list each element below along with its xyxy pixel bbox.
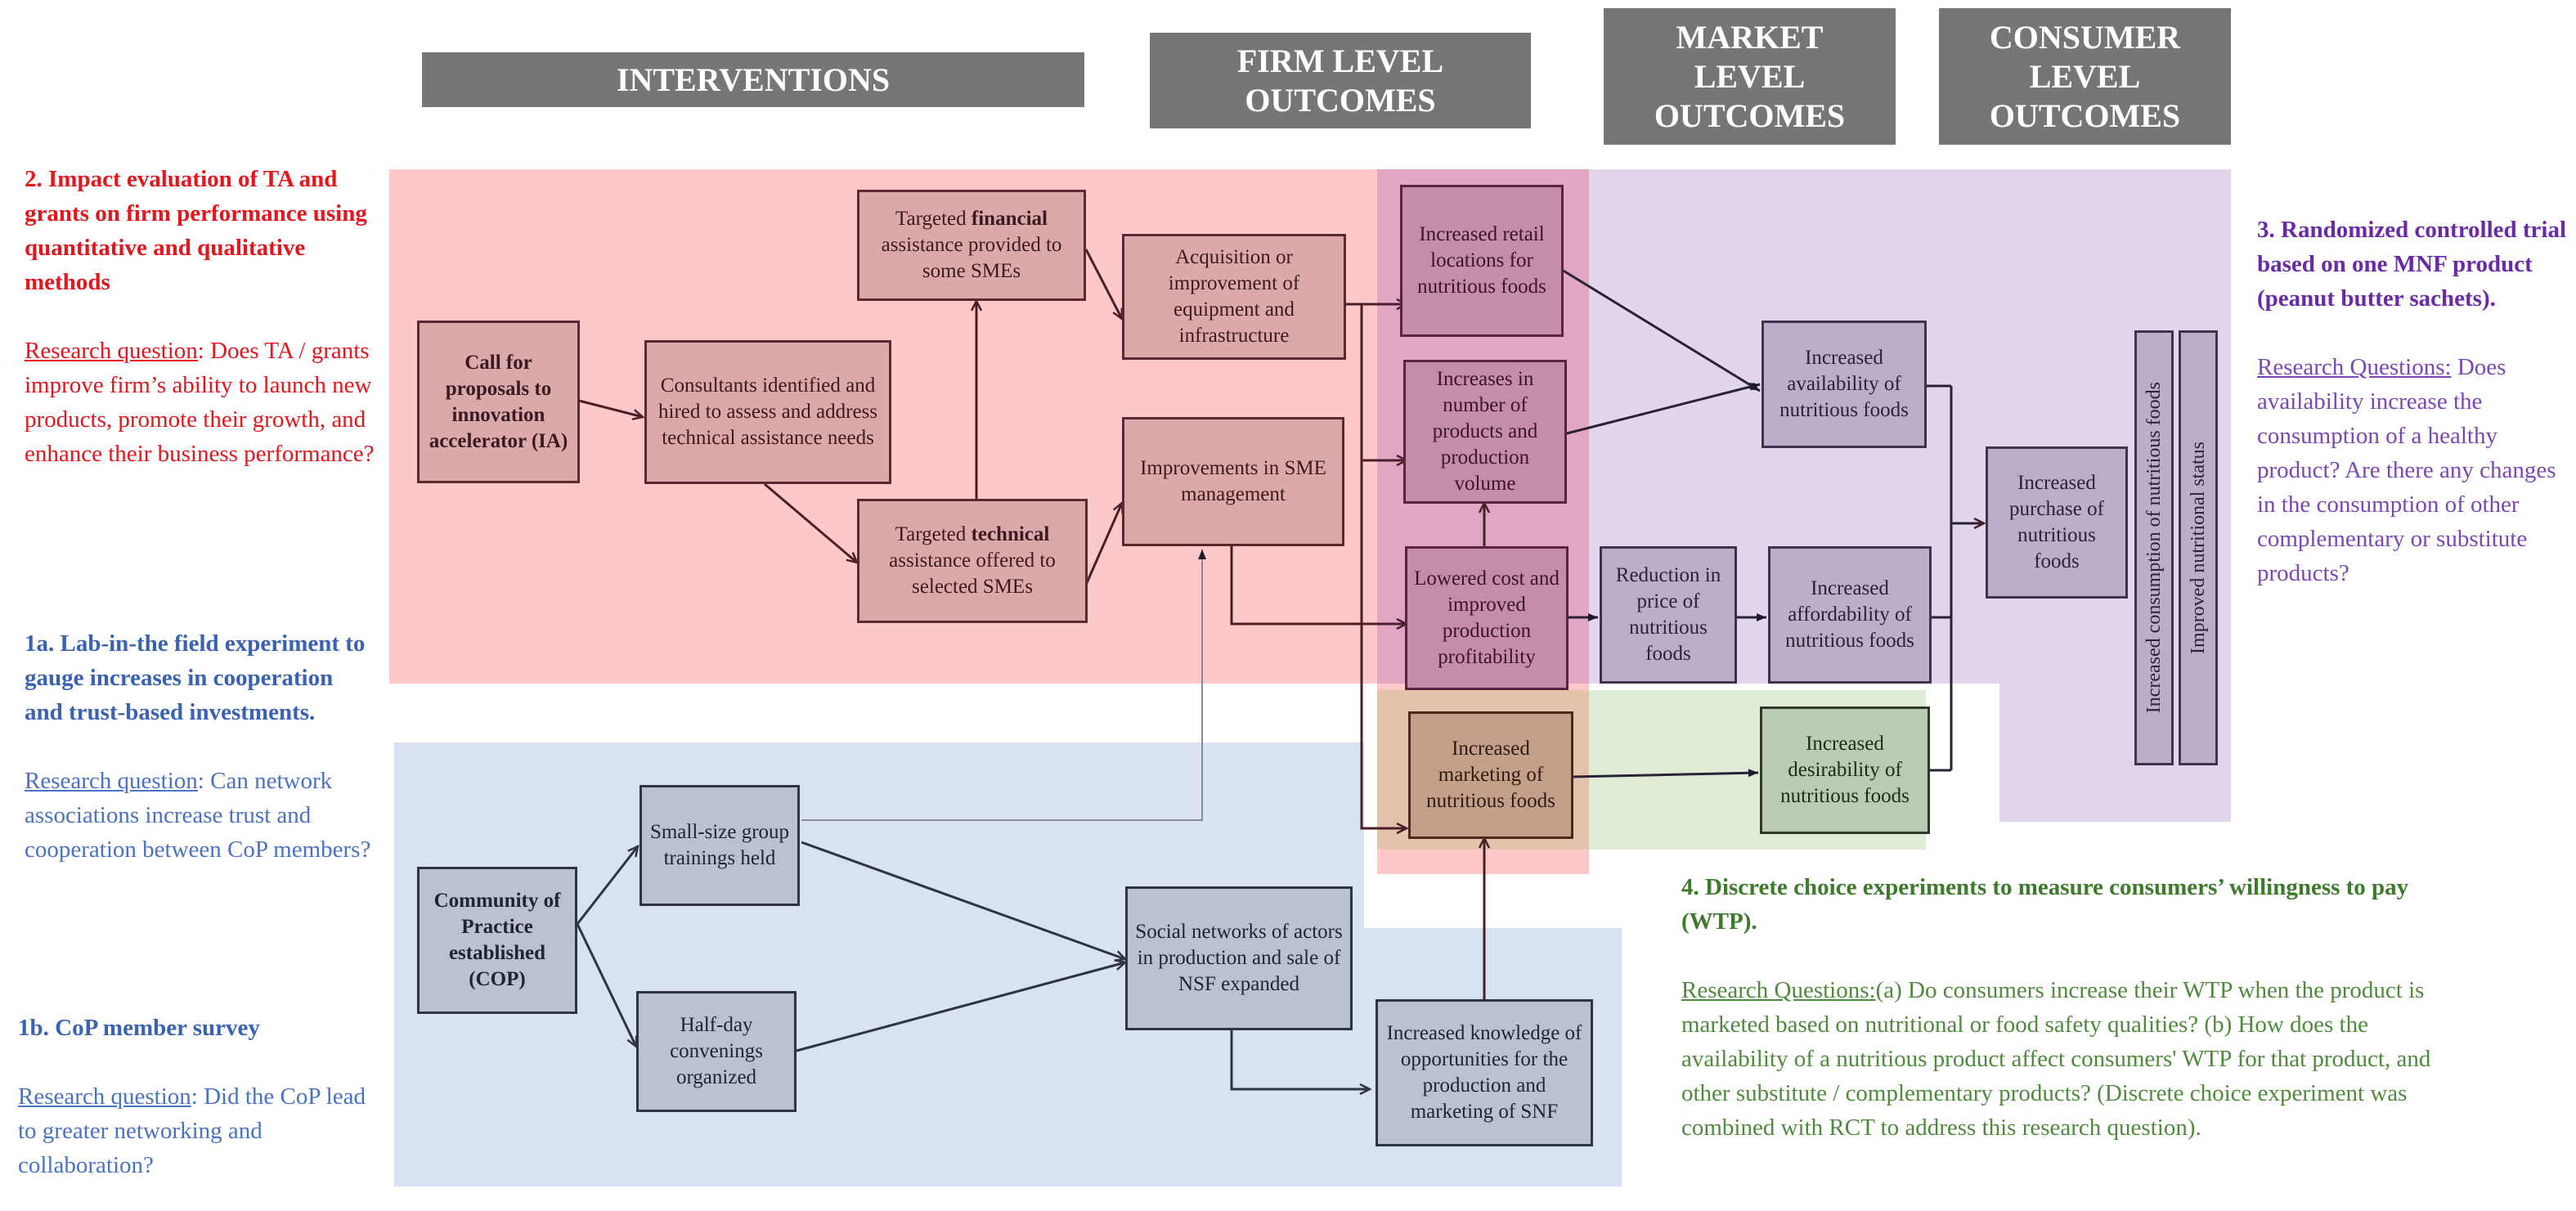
node-call-for-proposals: Call for proposals to innovation acceler… <box>417 321 580 483</box>
node-consultants: Consultants identified and hired to asse… <box>644 340 891 484</box>
header-interventions: INTERVENTIONS <box>422 52 1084 107</box>
arrow-technical-to-sme-management <box>1084 503 1122 585</box>
node-social-networks: Social networks of actors in production … <box>1125 886 1353 1030</box>
node-products-volume: Increases in number of products and prod… <box>1403 360 1567 504</box>
arrow-social-to-knowledge <box>1230 1030 1370 1089</box>
node-nutritional-status: Improved nutritional status <box>2179 330 2218 765</box>
node-knowledge: Increased knowledge of opportunities for… <box>1376 999 1593 1146</box>
arrow-trainings-to-sme-management <box>801 549 1206 821</box>
arrow-convenings-to-social <box>796 962 1125 1052</box>
node-technical-assistance: Targeted technical assistance offered to… <box>857 499 1088 623</box>
annotation-discrete-choice: 4. Discrete choice experiments to measur… <box>1681 874 2431 1141</box>
node-trainings: Small-size group trainings held <box>640 785 800 906</box>
arrow-consultants-to-technical <box>764 482 857 563</box>
arrow-retail-to-availability <box>1561 268 1761 392</box>
node-availability: Increased availability of nutritious foo… <box>1761 321 1927 448</box>
header-market-level-outcomes: MARKET LEVEL OUTCOMES <box>1604 8 1896 145</box>
node-marketing: Increased marketing of nutritious foods <box>1408 711 1573 839</box>
annotation-lab-in-field: 1a. Lab-in-the field experiment to gauge… <box>25 630 371 863</box>
annotation-rct: 3. Randomized controlled trial based on … <box>2257 217 2567 586</box>
arrow-cop-to-convenings <box>576 923 636 1047</box>
node-price-reduction: Reduction in price of nutritious foods <box>1600 546 1737 684</box>
node-cop: Community of Practice established (COP) <box>417 867 577 1014</box>
node-retail-locations: Increased retail locations for nutritiou… <box>1400 185 1564 337</box>
arrow-cop-to-trainings <box>576 846 638 925</box>
arrow-products-to-availability <box>1566 383 1761 435</box>
node-financial-assistance: Targeted financial assistance provided t… <box>857 190 1086 301</box>
arrow-acquisition-trunk <box>1360 304 1407 828</box>
annotation-impact-evaluation: 2. Impact evaluation of TA and grants on… <box>25 166 375 467</box>
arrow-marketing-to-desirability <box>1571 769 1759 778</box>
node-lowered-cost: Lowered cost and improved production pro… <box>1405 546 1568 690</box>
node-affordability: Increased affordability of nutritious fo… <box>1768 546 1932 684</box>
header-consumer-level-outcomes: CONSUMER LEVEL OUTCOMES <box>1939 8 2231 145</box>
node-convenings: Half-day convenings organized <box>636 991 797 1112</box>
node-purchase: Increased purchase of nutritious foods <box>1986 446 2128 599</box>
arrow-financial-to-acquisition <box>1084 249 1124 319</box>
node-acquisition: Acquisition or improvement of equipment … <box>1122 234 1346 360</box>
annotation-cop-survey: 1b. CoP member survey Research question:… <box>18 1015 366 1178</box>
arrow-call-to-consultants <box>578 399 643 417</box>
node-desirability: Increased desirability of nutritious foo… <box>1760 706 1930 834</box>
node-consumption: Increased consumption of nutritious food… <box>2134 330 2174 765</box>
node-sme-management: Improvements in SME management <box>1122 417 1344 546</box>
header-firm-level-outcomes: FIRM LEVEL OUTCOMES <box>1150 33 1531 128</box>
arrow-trainings-to-social <box>801 841 1125 959</box>
arrow-sme-to-lowered-cost <box>1230 533 1407 624</box>
